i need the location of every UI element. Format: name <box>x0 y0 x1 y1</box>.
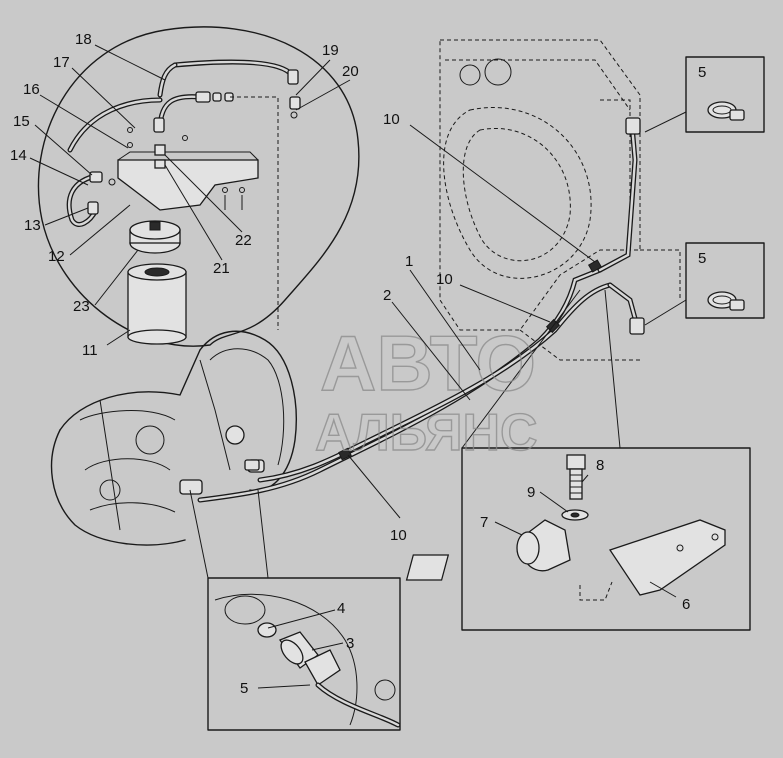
callout-18: 18 <box>75 31 92 48</box>
callout-17: 17 <box>53 54 70 71</box>
callout-12: 12 <box>48 248 65 265</box>
callout-10-bottom: 10 <box>390 527 407 544</box>
callout-4: 4 <box>337 600 345 617</box>
callout-2: 2 <box>383 287 391 304</box>
callout-1: 1 <box>405 253 413 270</box>
callout-21: 21 <box>213 260 230 277</box>
callout-10-top: 10 <box>383 111 400 128</box>
inset-clamp-middle <box>644 242 765 326</box>
callout-10-middle: 10 <box>436 271 453 288</box>
inset-clamp-top <box>644 56 765 133</box>
callout-5-bottom: 5 <box>240 680 248 697</box>
inset-bracket <box>405 289 751 631</box>
callout-3: 3 <box>346 635 354 652</box>
callout-16: 16 <box>23 81 40 98</box>
callout-labels: 18 17 16 15 14 13 12 23 11 21 22 19 20 1… <box>10 31 706 697</box>
callout-7: 7 <box>480 514 488 531</box>
callout-5-top: 5 <box>698 64 706 81</box>
engine-housing <box>50 330 297 546</box>
callout-14: 14 <box>10 147 27 164</box>
callout-20: 20 <box>342 63 359 80</box>
callout-19: 19 <box>322 42 339 59</box>
callout-22: 22 <box>235 232 252 249</box>
callout-11: 11 <box>82 342 98 359</box>
callout-9: 9 <box>527 484 535 501</box>
radiator <box>439 39 681 361</box>
leader-lines <box>29 44 677 689</box>
filter-detail-circle <box>37 26 360 347</box>
inset-fitting <box>189 489 401 731</box>
callout-13: 13 <box>24 217 41 234</box>
callout-23: 23 <box>73 298 90 315</box>
callout-15: 15 <box>13 113 30 130</box>
watermark-line1: АВТО <box>320 319 536 407</box>
callout-6: 6 <box>682 596 690 613</box>
oil-lines <box>197 117 645 503</box>
callout-5-middle: 5 <box>698 250 706 267</box>
watermark-line2: АЛЬЯНС <box>315 404 538 462</box>
callout-8: 8 <box>596 457 604 474</box>
watermark: АВТО АЛЬЯНС <box>314 318 538 462</box>
